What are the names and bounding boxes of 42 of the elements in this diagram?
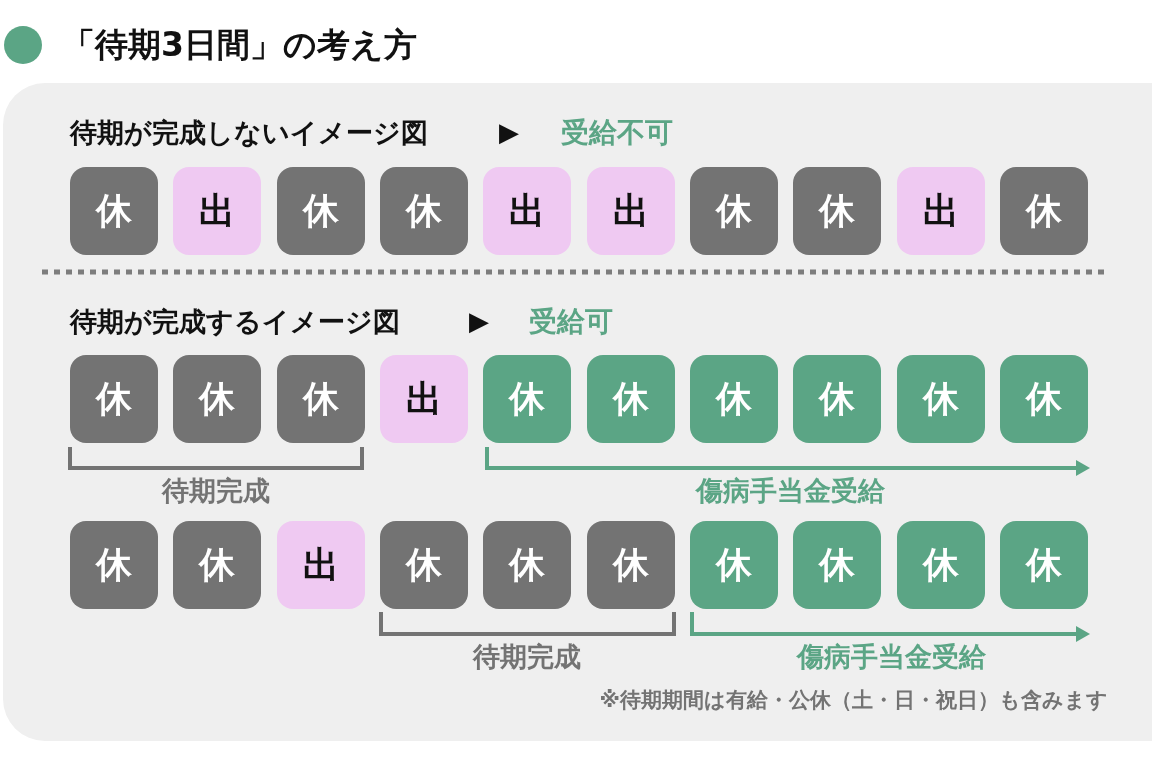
day-tile: 休 — [483, 355, 572, 443]
arrow-label: 傷病手当金受給 — [695, 474, 885, 508]
pointer-glyph: ▶ — [499, 117, 519, 149]
bracket-label: 待期完成 — [162, 474, 270, 508]
day-tile: 休 — [173, 521, 262, 609]
arrow-label: 傷病手当金受給 — [796, 640, 986, 674]
day-tile: 休 — [1000, 167, 1088, 255]
day-tile: 出 — [276, 521, 365, 609]
day-tile: 休 — [586, 355, 675, 443]
result-label: 受給不可 — [561, 116, 673, 150]
day-tile: 休 — [690, 167, 778, 255]
pointer-glyph: ▶ — [469, 306, 489, 338]
day-tile: 出 — [896, 167, 985, 255]
day-tile: 休 — [793, 521, 882, 609]
day-tile: 休 — [70, 521, 158, 609]
day-tile: 休 — [276, 355, 365, 443]
day-tile: 休 — [896, 521, 985, 609]
section-heading: 待期が完成するイメージ図 — [70, 305, 400, 339]
day-tile: 出 — [173, 167, 262, 255]
day-tile: 休 — [70, 355, 158, 443]
section-heading: 待期が完成しないイメージ図 — [70, 116, 428, 150]
day-tile: 休 — [483, 521, 572, 609]
day-tile: 出 — [483, 167, 572, 255]
result-label: 受給可 — [529, 305, 613, 339]
day-tile: 休 — [276, 167, 365, 255]
day-tile: 休 — [793, 167, 882, 255]
day-tile: 休 — [1000, 521, 1088, 609]
day-tile: 休 — [380, 521, 468, 609]
footnote: ※待期期間は有給・公休（土・日・祝日）も含みます — [599, 688, 1108, 714]
day-tile: 休 — [586, 521, 675, 609]
day-tile: 休 — [70, 167, 158, 255]
day-tile: 休 — [690, 355, 778, 443]
day-tile: 休 — [380, 167, 468, 255]
bracket-label: 待期完成 — [473, 640, 581, 674]
day-tile: 休 — [1000, 355, 1088, 443]
day-tile: 休 — [793, 355, 882, 443]
day-tile: 休 — [690, 521, 778, 609]
title: 「待期3日間」の考え方 — [62, 25, 417, 65]
day-tile: 出 — [586, 167, 675, 255]
day-tile: 出 — [380, 355, 468, 443]
day-tile: 休 — [173, 355, 262, 443]
day-tile: 休 — [896, 355, 985, 443]
